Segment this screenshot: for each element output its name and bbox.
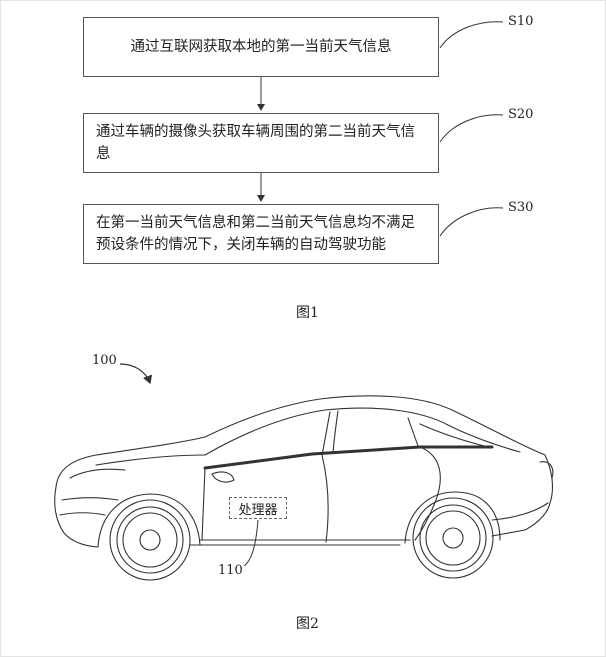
car-illustration [54,395,554,581]
leader-s20 [439,114,504,143]
step-id-s10: S10 [508,14,534,29]
step-box-s30: 在第一当前天气信息和第二当前天气信息均不满足预设条件的情况下，关闭车辆的自动驾驶… [83,204,439,264]
leader-s30 [439,207,504,237]
step-text-s30: 在第一当前天气信息和第二当前天气信息均不满足预设条件的情况下，关闭车辆的自动驾驶… [96,215,415,253]
vehicle-ref-number: 100 [92,353,117,368]
step-id-s20: S20 [508,107,534,122]
step-text-s20: 通过车辆的摄像头获取车辆周围的第二当前天气信息 [96,124,415,162]
processor-box: 处理器 [229,497,287,519]
step-box-s20: 通过车辆的摄像头获取车辆周围的第二当前天气信息 [83,113,439,173]
step-box-s10: 通过互联网获取本地的第一当前天气信息 [83,17,439,77]
processor-label: 处理器 [238,502,278,518]
leader-110 [243,519,259,567]
processor-ref-number: 110 [218,563,243,578]
step-id-s30: S30 [508,200,534,215]
leader-s10 [439,21,504,49]
figure2-caption: 图2 [296,616,319,632]
leader-100 [119,363,153,385]
step-text-s10: 通过互联网获取本地的第一当前天气信息 [130,39,392,55]
figure1-caption: 图1 [296,305,319,321]
